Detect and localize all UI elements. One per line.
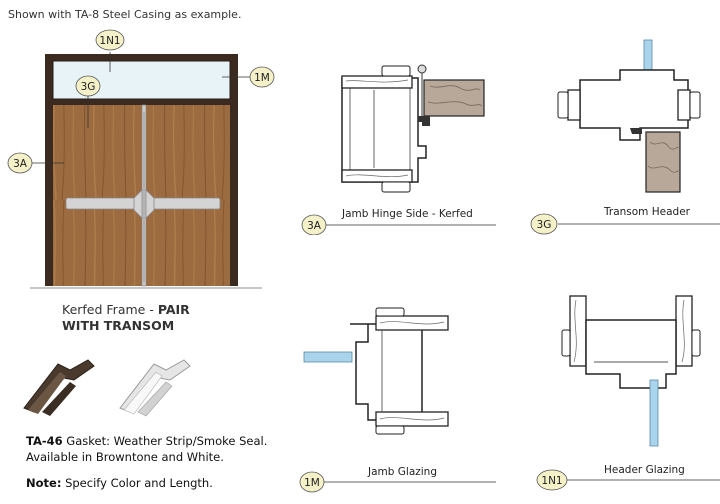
door-section-3A bbox=[423, 79, 485, 117]
callout-3G: 3G bbox=[75, 75, 101, 97]
frame-title: Kerfed Frame - PAIR WITH TRANSOM bbox=[62, 302, 190, 333]
detail-3A-caption: Jamb Hinge Side - Kerfed bbox=[342, 208, 473, 220]
detail-1M: 1M bbox=[299, 307, 496, 493]
gasket-white bbox=[119, 359, 191, 417]
gasket-browntone bbox=[23, 359, 95, 416]
right-panic-bar bbox=[149, 197, 221, 210]
detail-3G: 3G bbox=[530, 39, 720, 235]
detail-3A-callout: 3A bbox=[301, 214, 327, 235]
spec-note: Note: Specify Color and Length. bbox=[26, 476, 213, 490]
detail-1N1-caption: Header Glazing bbox=[604, 464, 685, 476]
gasket-description: TA-46 Gasket: Weather Strip/Smoke Seal. … bbox=[26, 434, 268, 464]
detail-3G-caption: Transom Header bbox=[604, 206, 690, 218]
detail-1N1-callout: 1N1 bbox=[536, 469, 568, 491]
callout-3A: 3A bbox=[7, 152, 33, 174]
svg-text:3A: 3A bbox=[307, 220, 322, 232]
svg-text:1M: 1M bbox=[304, 477, 320, 489]
header-glass-section bbox=[649, 379, 659, 447]
left-door-leaf bbox=[53, 105, 142, 286]
svg-text:1N1: 1N1 bbox=[541, 475, 562, 487]
jamb-glass-section bbox=[303, 351, 353, 363]
right-door-leaf bbox=[146, 105, 230, 286]
svg-text:3G: 3G bbox=[81, 81, 96, 93]
callout-1N1: 1N1 bbox=[95, 29, 125, 51]
detail-3G-callout: 3G bbox=[530, 213, 558, 235]
detail-1M-callout: 1M bbox=[299, 471, 325, 493]
detail-1M-caption: Jamb Glazing bbox=[368, 466, 437, 478]
svg-text:3G: 3G bbox=[537, 219, 552, 231]
door-section-3G bbox=[645, 131, 681, 193]
detail-1N1: 1N1 bbox=[536, 295, 720, 491]
svg-text:1M: 1M bbox=[254, 72, 270, 84]
door-elevation: 1N1 1M 3G 3A bbox=[7, 29, 275, 289]
gasket-samples bbox=[18, 352, 191, 418]
svg-text:3A: 3A bbox=[13, 158, 28, 170]
svg-text:1N1: 1N1 bbox=[99, 35, 120, 47]
detail-3A: 3A bbox=[301, 64, 496, 235]
left-panic-bar bbox=[65, 197, 137, 210]
header-note: Shown with TA-8 Steel Casing as example. bbox=[8, 8, 242, 21]
callout-1M: 1M bbox=[249, 66, 275, 88]
